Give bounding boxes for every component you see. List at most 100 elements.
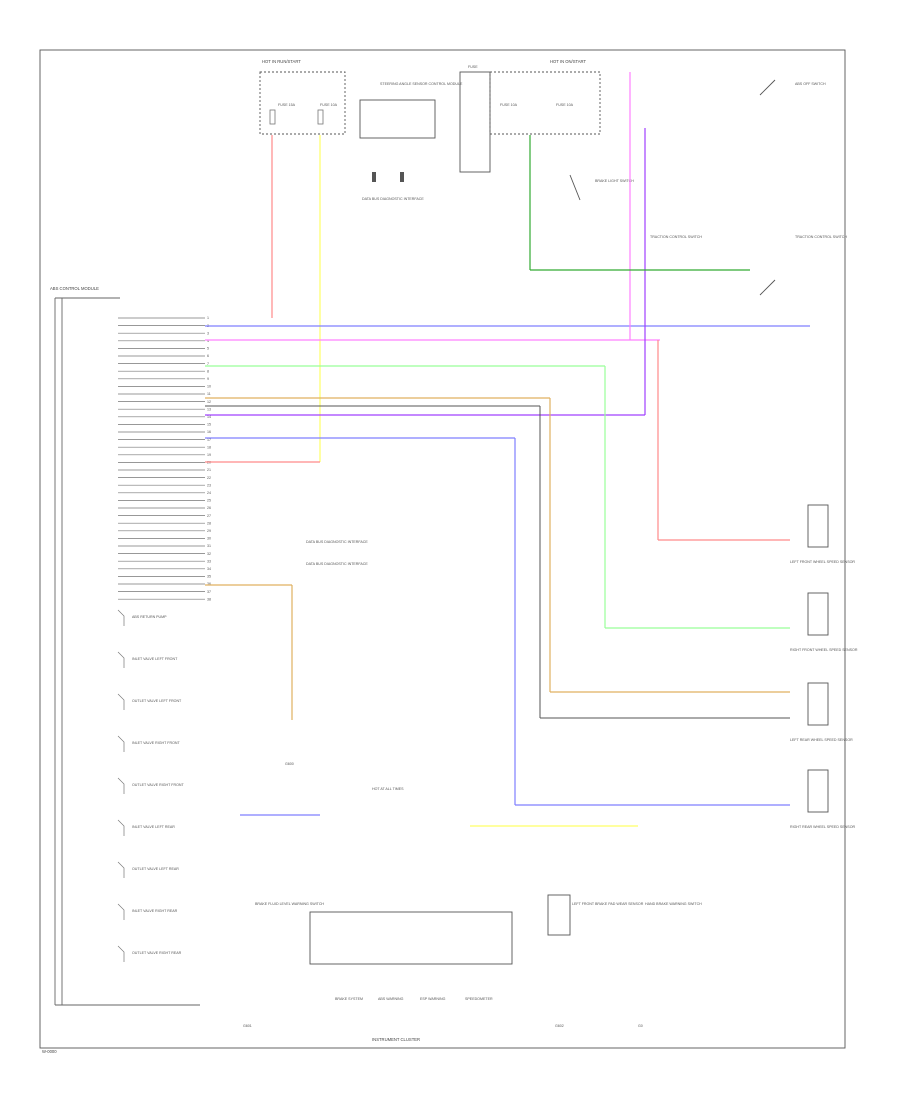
fuse-panel-left bbox=[259, 71, 346, 135]
pin-number: 25 bbox=[207, 499, 211, 503]
valve-label: OUTLET VALVE LEFT REAR bbox=[132, 867, 179, 871]
ground-a-label: G600 bbox=[285, 762, 294, 766]
valve-label: INLET VALVE RIGHT FRONT bbox=[132, 741, 180, 745]
hand-brake-label: HAND BRAKE WARNING SWITCH bbox=[645, 902, 702, 906]
pin-number: 26 bbox=[207, 506, 211, 510]
valve-icon bbox=[117, 777, 125, 794]
data-bus-2-label: DATA BUS DIAGNOSTIC INTERFACE bbox=[306, 562, 368, 566]
pin-number: 28 bbox=[207, 521, 211, 525]
hot-cluster-label: HOT AT ALL TIMES bbox=[372, 787, 404, 791]
pin-number: 37 bbox=[207, 590, 211, 594]
sensor-lf-box bbox=[807, 504, 829, 548]
steering-module-box bbox=[359, 99, 436, 139]
valve-label: ABS RETURN PUMP bbox=[132, 615, 167, 619]
pin-number: 13 bbox=[207, 407, 211, 411]
fuse-top-block: FUSE bbox=[459, 65, 491, 173]
tcs-switch-block: TRACTION CONTROL SWITCH TRACTION CONTROL… bbox=[650, 235, 847, 296]
fuse-right-a-label: FUSE 10A bbox=[500, 103, 518, 107]
brake-fluid-label: BRAKE FLUID LEVEL WARNING SWITCH bbox=[255, 902, 324, 906]
brake-warn-label: BRAKE SYSTEM bbox=[335, 997, 363, 1001]
abs-module-label: ABS CONTROL MODULE bbox=[50, 286, 99, 291]
pin-number: 18 bbox=[207, 445, 211, 449]
abs-switch-label: ABS OFF SWITCH bbox=[795, 82, 826, 86]
pin-number: 3 bbox=[207, 331, 209, 335]
cluster-box bbox=[309, 911, 513, 965]
pin-number: 15 bbox=[207, 423, 211, 427]
speedo-label: SPEEDOMETER bbox=[465, 997, 493, 1001]
hot-in-run-start-block: HOT IN RUN/START FUSE 15A FUSE 10A bbox=[259, 59, 346, 135]
sensor-rr-box bbox=[807, 769, 829, 813]
pin-number: 31 bbox=[207, 544, 211, 548]
pin-number: 33 bbox=[207, 559, 211, 563]
data-bus-1-label: DATA BUS DIAGNOSTIC INTERFACE bbox=[306, 540, 368, 544]
data-bus-a-label: DATA BUS DIAGNOSTIC INTERFACE bbox=[362, 197, 424, 201]
ws-rr-label: RIGHT REAR WHEEL SPEED SENSOR bbox=[790, 825, 856, 829]
abs-off-switch-block: ABS OFF SWITCH bbox=[759, 79, 826, 96]
ground-b-label: G601 bbox=[243, 1024, 252, 1028]
tcs-switch-label: TRACTION CONTROL SWITCH bbox=[795, 235, 847, 239]
pin-number: 4 bbox=[207, 339, 209, 343]
steering-module-block: STEERING ANGLE SENSOR CONTROL MODULE DAT… bbox=[359, 82, 463, 201]
brake-pad-label: LEFT FRONT BRAKE PAD WEAR SENSOR bbox=[572, 902, 644, 906]
sensor-rf-box bbox=[807, 592, 829, 636]
ws-lf-label: LEFT FRONT WHEEL SPEED SENSOR bbox=[790, 560, 855, 564]
colored-wires bbox=[205, 72, 810, 827]
pin-rows: 1234567891011121314151617181920212223242… bbox=[118, 316, 211, 601]
pin-number: 17 bbox=[207, 438, 211, 442]
pin-number: 29 bbox=[207, 529, 211, 533]
pin-number: 23 bbox=[207, 483, 211, 487]
tcs-switch-icon bbox=[759, 279, 776, 296]
grounds: G600 G601 G602 G0 bbox=[243, 762, 643, 1028]
valve-icon bbox=[117, 945, 125, 962]
pin-number: 21 bbox=[207, 468, 211, 472]
pin-number: 12 bbox=[207, 400, 211, 404]
ground-d-label: G0 bbox=[638, 1024, 643, 1028]
fuse-left-a-icon bbox=[269, 109, 276, 125]
wheel-sensors: LEFT FRONT WHEEL SPEED SENSOR RIGHT FRON… bbox=[790, 504, 858, 829]
pin-number: 34 bbox=[207, 567, 211, 571]
pin-number: 35 bbox=[207, 575, 211, 579]
valve-icon bbox=[117, 609, 125, 626]
pin-number: 32 bbox=[207, 552, 211, 556]
hot-right-label: HOT IN ON/START bbox=[550, 59, 587, 64]
pin-number: 19 bbox=[207, 453, 211, 457]
pin-number: 7 bbox=[207, 362, 209, 366]
valve-label: OUTLET VALVE RIGHT FRONT bbox=[132, 783, 184, 787]
ws-rf-label: RIGHT FRONT WHEEL SPEED SENSOR bbox=[790, 648, 858, 652]
valve-icon bbox=[117, 651, 125, 668]
valve-icon bbox=[117, 903, 125, 920]
valve-list: ABS RETURN PUMP INLET VALVE LEFT FRONT OUT… bbox=[117, 609, 184, 962]
valve-label: INLET VALVE LEFT REAR bbox=[132, 825, 175, 829]
fuse-top-label: FUSE bbox=[468, 65, 478, 69]
fuse-left-a-label: FUSE 15A bbox=[278, 103, 296, 107]
valve-icon bbox=[117, 693, 125, 710]
valve-label: INLET VALVE RIGHT REAR bbox=[132, 909, 178, 913]
fuse-left-b-label: FUSE 10A bbox=[320, 103, 338, 107]
hot-left-label: HOT IN RUN/START bbox=[262, 59, 301, 64]
sensor-lr-box bbox=[807, 682, 829, 726]
valve-label: OUTLET VALVE RIGHT REAR bbox=[132, 951, 182, 955]
brake-pad-box bbox=[547, 894, 571, 936]
valve-icon bbox=[117, 735, 125, 752]
fuse-right-b-label: FUSE 10A bbox=[556, 103, 574, 107]
pin-number: 10 bbox=[207, 385, 211, 389]
pin-number: 38 bbox=[207, 597, 211, 601]
fuse-top-box bbox=[459, 71, 491, 173]
pin-number: 22 bbox=[207, 476, 211, 480]
valve-label: OUTLET VALVE LEFT FRONT bbox=[132, 699, 182, 703]
pin-number: 1 bbox=[207, 316, 209, 320]
valve-icon bbox=[117, 819, 125, 836]
pin-number: 24 bbox=[207, 491, 211, 495]
abs-control-module: ABS CONTROL MODULE bbox=[50, 286, 200, 1006]
abs-switch-icon bbox=[759, 79, 776, 96]
ground-c-label: G602 bbox=[555, 1024, 564, 1028]
valve-label: INLET VALVE LEFT FRONT bbox=[132, 657, 178, 661]
pin-number: 6 bbox=[207, 354, 209, 358]
steering-module-label: STEERING ANGLE SENSOR CONTROL MODULE bbox=[380, 82, 463, 86]
pin-number: 9 bbox=[207, 377, 209, 381]
abs-warn-label: ABS WARNING bbox=[378, 997, 404, 1001]
esp-warn-label: ESP WARNING bbox=[420, 997, 446, 1001]
connector-a bbox=[372, 172, 376, 182]
valve-icon bbox=[117, 861, 125, 878]
